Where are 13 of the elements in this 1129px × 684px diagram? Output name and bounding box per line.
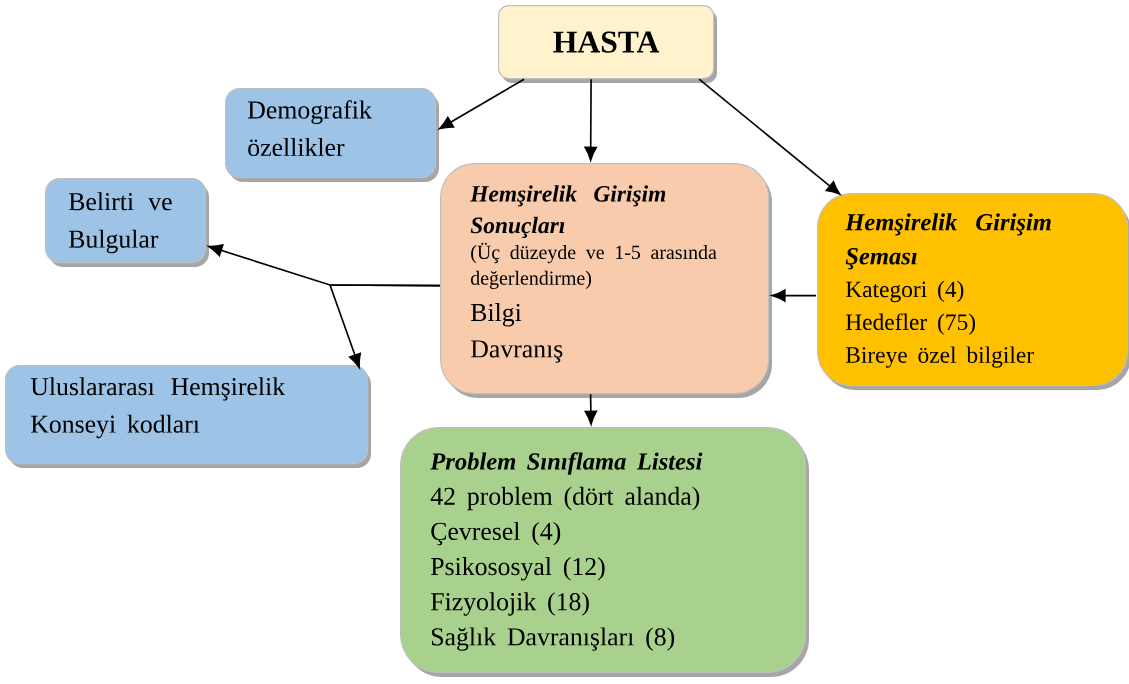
process-box: Hemşirelik Girişim Şeması Kategori (4) Hedefler (75) Bireye özel bilgiler [817,193,1129,390]
process-box: Problem Sınıflama Listesi 42 problem (dört alanda) Çevresel (4) Psikososyal (12) Fizyolojik (18) Sağlık Davranışları (8) [400,427,809,677]
process-box: Demografik özellikler [225,88,439,182]
arrow [438,78,525,130]
arrow [698,78,841,195]
arrow [328,284,441,368]
process-box: Belirti ve Bulgular [45,178,209,267]
process-box: Uluslararası Hemşirelik Konseyi kodları [5,365,371,468]
arrow [771,289,817,302]
arrow [584,78,597,161]
arrow [584,393,598,425]
process-box: Hemşirelik Girişim Sonuçları (Üç düzeyde ve 1-5 arasında değerlendirme) Bilgi Davranış [440,163,772,398]
process-box: HASTA [498,5,717,83]
